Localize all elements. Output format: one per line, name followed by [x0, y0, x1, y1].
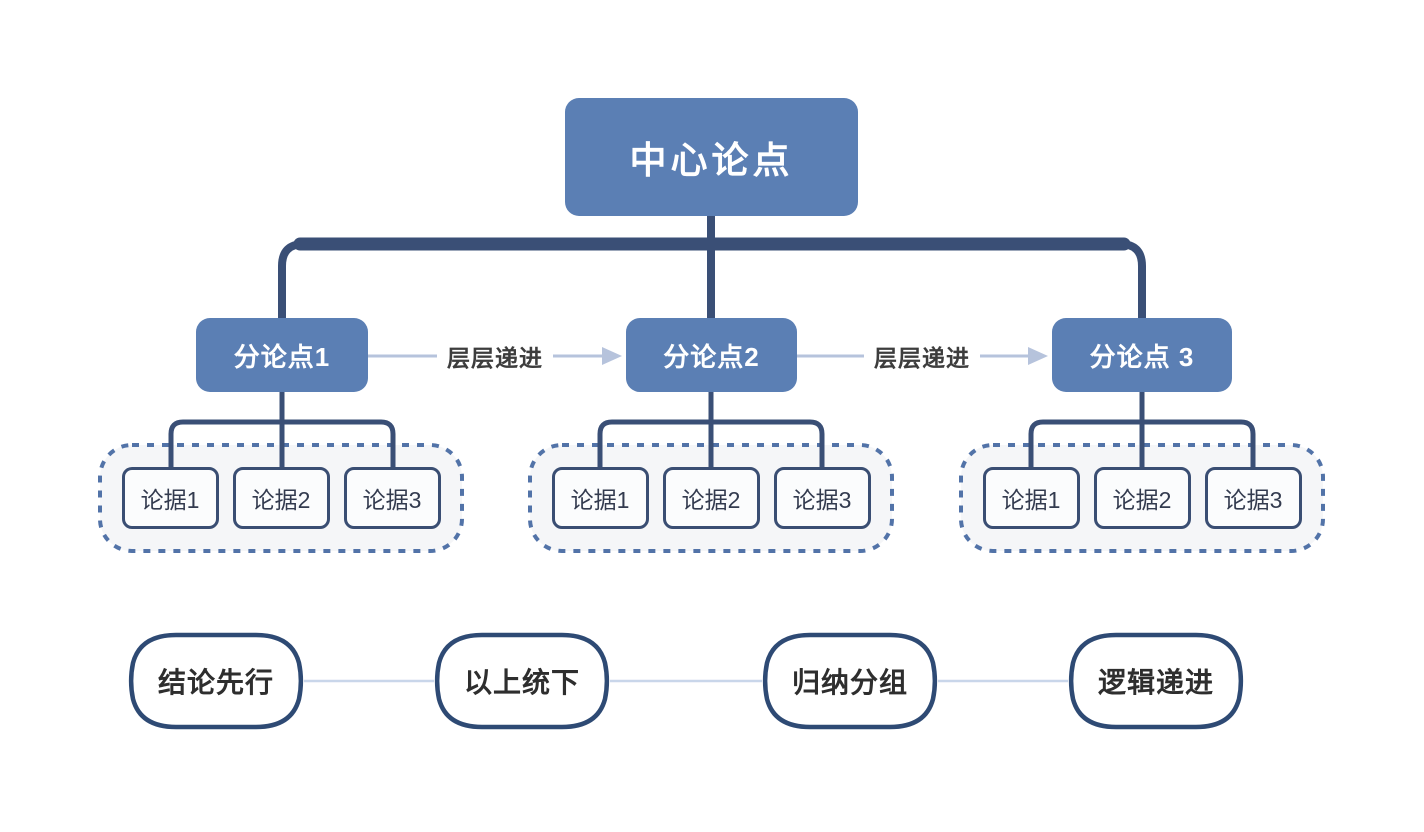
pill-outline: [434, 632, 610, 730]
principle-pill-3: 归纳分组: [762, 630, 938, 732]
evidence-box: 论据1: [982, 467, 1080, 529]
evidence-row: 论据1 论据2 论据3: [98, 467, 464, 529]
progression-arrow-1-head: [602, 347, 622, 365]
evidence-box: 论据1: [121, 467, 219, 529]
pill-shape-svg: [762, 632, 938, 730]
evidence-box: 论据3: [1204, 467, 1302, 529]
principle-pill-1-label: 结论先行: [157, 667, 274, 698]
evidence-box: 论据2: [232, 467, 330, 529]
evidence-box: 论据2: [662, 467, 760, 529]
pill-outline: [1068, 632, 1244, 730]
principle-pill-1: 结论先行: [128, 630, 304, 732]
progression-arrow-1-label: 层层递进: [437, 339, 553, 373]
principle-pill-3-label: 归纳分组: [791, 667, 908, 698]
pill-shape-svg: [434, 632, 610, 730]
node-sub-point-1: 分论点1: [196, 318, 368, 392]
principle-pill-4: 逻辑递进: [1068, 630, 1244, 732]
evidence-group-1: 论据1 论据2 论据3: [98, 443, 464, 553]
evidence-bracket-1: [168, 419, 396, 467]
evidence-bracket-2: [597, 419, 825, 467]
node-sub-point-2: 分论点2: [626, 318, 797, 392]
evidence-bracket-3: [1028, 419, 1256, 467]
node-central-thesis: 中心论点: [565, 98, 858, 216]
node-sub-point-3: 分论点 3: [1052, 318, 1232, 392]
evidence-box: 论据3: [773, 467, 871, 529]
principle-pill-2-label: 以上统下: [463, 667, 580, 698]
evidence-box: 论据3: [343, 467, 441, 529]
pill-outline: [128, 632, 304, 730]
progression-arrow-2-head: [1028, 347, 1048, 365]
evidence-group-3: 论据1 论据2 论据3: [959, 443, 1325, 553]
progression-arrow-2-label: 层层递进: [864, 339, 980, 373]
pill-shape-svg: [1068, 632, 1244, 730]
evidence-box: 论据1: [551, 467, 649, 529]
evidence-group-2: 论据1 论据2 论据3: [528, 443, 894, 553]
principle-pill-2: 以上统下: [434, 630, 610, 732]
evidence-box: 论据2: [1093, 467, 1191, 529]
pill-shape-svg: [128, 632, 304, 730]
evidence-row: 论据1 论据2 论据3: [959, 467, 1325, 529]
principle-pill-4-label: 逻辑递进: [1097, 667, 1214, 698]
pill-outline: [762, 632, 938, 730]
evidence-row: 论据1 论据2 论据3: [528, 467, 894, 529]
